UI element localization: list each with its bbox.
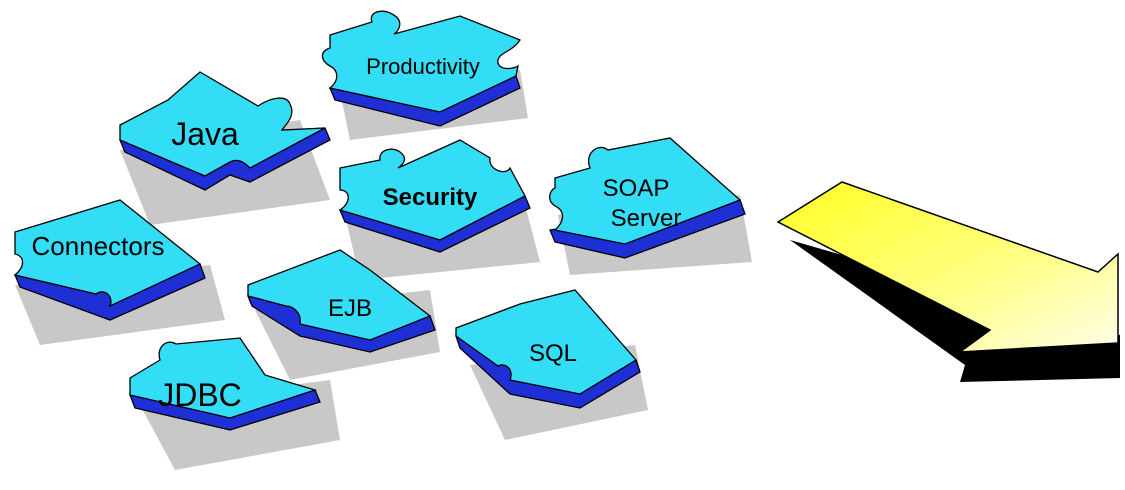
puzzle-piece-jdbc: JDBC <box>129 337 321 431</box>
puzzle-piece-soap-server: SOAP Server <box>549 137 746 259</box>
right-down-arrow-icon <box>776 181 1120 382</box>
puzzle-piece-java: Java <box>119 71 331 191</box>
piece-label-connectors: Connectors <box>32 231 165 261</box>
piece-label-sql: SQL <box>529 340 577 367</box>
puzzle-piece-security: Security <box>338 139 531 253</box>
puzzle-piece-sql: SQL <box>455 289 641 409</box>
piece-label-productivity: Productivity <box>366 54 480 79</box>
piece-label-security: Security <box>383 184 478 211</box>
arrow-body <box>776 181 1119 353</box>
puzzle-piece-ejb: EJB <box>246 249 436 353</box>
piece-label-soap: SOAP <box>603 175 670 202</box>
piece-label-jdbc: JDBC <box>158 377 242 413</box>
piece-label-ejb: EJB <box>328 295 372 322</box>
piece-label-server: Server <box>611 205 682 232</box>
puzzle-piece-connectors: Connectors <box>13 199 206 321</box>
puzzle-piece-productivity: Productivity <box>321 10 521 127</box>
piece-label-java: Java <box>171 116 239 152</box>
